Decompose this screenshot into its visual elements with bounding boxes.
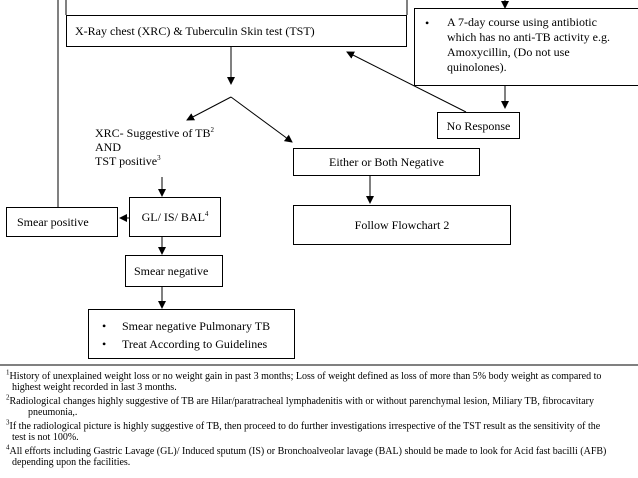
either-negative-box: Either or Both Negative	[293, 148, 480, 176]
gl-is-bal-box: GL/ IS/ BAL4	[129, 197, 221, 237]
no-response-label: No Response	[446, 118, 511, 133]
gl-is-bal-label: GL/ IS/ BAL4	[141, 210, 209, 224]
smear-positive-box: Smear positive	[6, 207, 118, 237]
suggestive-line1: XRC- Suggestive of TB2	[95, 126, 214, 140]
xrc-suggestive-box: XRC- Suggestive of TB2 AND TST positive3	[88, 121, 228, 177]
xrc-tst-box: X-Ray chest (XRC) & Tuberculin Skin test…	[66, 15, 407, 47]
arrow-no-response-to-xrc	[346, 51, 467, 113]
result-bullet-2: •	[102, 337, 107, 351]
smear-negative-label: Smear negative	[134, 264, 209, 278]
antibiotic-box: • A 7-day course using antibiotic which …	[414, 8, 638, 86]
follow-flowchart-label: Follow Flowchart 2	[354, 218, 450, 232]
smear-negative-box: Smear negative	[125, 255, 223, 287]
xrc-tst-label: X-Ray chest (XRC) & Tuberculin Skin test…	[75, 24, 315, 38]
either-negative-label: Either or Both Negative	[329, 155, 444, 169]
footnote-4: 4All efforts including Gastric Lavage (G…	[6, 443, 607, 468]
result-bullet-1: •	[102, 319, 107, 333]
smear-positive-label: Smear positive	[17, 215, 89, 229]
antibiotic-bullet: •	[425, 16, 430, 30]
suggestive-line3: TST positive3	[95, 154, 161, 168]
result-item-2: Treat According to Guidelines	[122, 337, 268, 351]
suggestive-line2: AND	[95, 140, 121, 154]
result-box: • Smear negative Pulmonary TB • Treat Ac…	[88, 309, 295, 359]
footnote-3: 3If the radiological picture is highly s…	[6, 418, 601, 443]
result-item-1: Smear negative Pulmonary TB	[122, 319, 271, 333]
antibiotic-text: A 7-day course using antibiotic which ha…	[447, 15, 610, 74]
follow-flowchart-box: Follow Flowchart 2	[293, 205, 511, 245]
arrow-to-suggestive	[186, 96, 232, 121]
footnote-2: 2Radiological changes highly suggestive …	[6, 393, 594, 418]
no-response-box: No Response	[437, 112, 520, 139]
footnote-1: 1History of unexplained weight loss or n…	[6, 368, 602, 393]
footnotes: 1History of unexplained weight loss or n…	[6, 368, 636, 468]
arrow-to-negative	[230, 96, 293, 143]
